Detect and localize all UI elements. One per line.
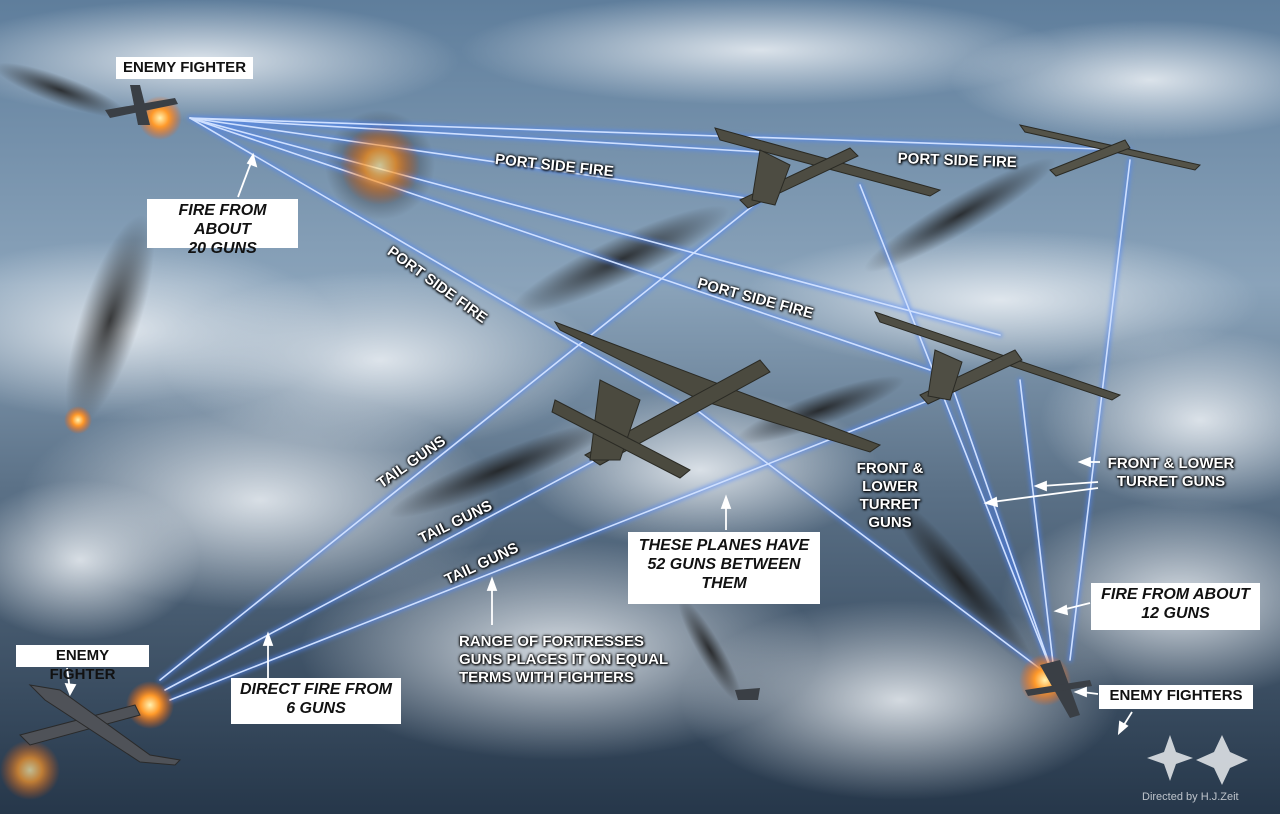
bomber-lead (551, 321, 882, 479)
callout-fire-20-guns: FIRE FROM ABOUT 20 GUNS (147, 199, 298, 257)
bomber-right-upper (714, 127, 942, 209)
watermark-text: Directed by H.J.Zeit (1142, 791, 1239, 803)
label-range-note: RANGE OF FORTRESSES GUNS PLACES IT ON EQ… (459, 633, 669, 686)
pointer-arrows (64, 152, 1133, 736)
fighter-top-left (105, 85, 178, 125)
watermark-logo (1147, 735, 1248, 785)
label-front-lower-turret-guns-2: FRONT & LOWER TURRET GUNS (1107, 455, 1235, 490)
bomber-mid-right (874, 311, 1122, 405)
callout-enemy-fighter-top: ENEMY FIGHTER (116, 57, 253, 79)
callout-enemy-fighters: ENEMY FIGHTERS (1099, 685, 1253, 709)
tracer-lines (157, 115, 1133, 703)
explosions (0, 96, 1071, 800)
callout-fire-12-guns: FIRE FROM ABOUT 12 GUNS (1091, 583, 1260, 630)
fighter-bottom-left (19, 684, 182, 766)
bomber-far-right (1018, 124, 1201, 177)
fighter-falling (735, 688, 760, 700)
callout-planes-52-guns: THESE PLANES HAVE 52 GUNS BETWEEN THEM (628, 532, 820, 604)
label-front-lower-turret-guns-1: FRONT & LOWER TURRET GUNS (856, 460, 924, 531)
callout-direct-fire-6-guns: DIRECT FIRE FROM 6 GUNS (231, 678, 401, 724)
callout-enemy-fighter-bottom: ENEMY FIGHTER (16, 645, 149, 683)
fighter-bottom-right (1025, 660, 1092, 718)
